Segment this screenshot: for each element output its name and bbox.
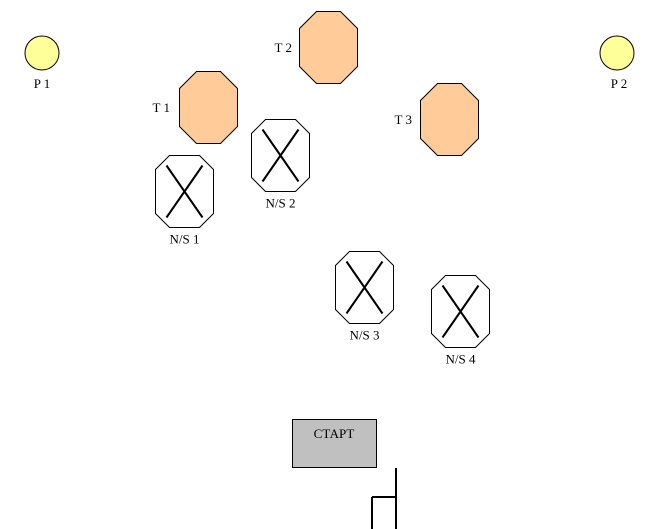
target-t1-label: T 1 <box>153 100 170 115</box>
start-label: СТАРТ <box>314 426 355 441</box>
start-box <box>292 419 377 468</box>
no-shoot-ns3: N/S 3 <box>335 251 394 343</box>
target-t2-shape <box>299 11 358 84</box>
target-t3-shape <box>420 83 479 156</box>
point-p1-marker <box>24 35 60 71</box>
no-shoot-ns4-label: N/S 4 <box>446 352 476 367</box>
start-position-lines <box>371 468 397 529</box>
no-shoot-ns1-label: N/S 1 <box>170 232 200 247</box>
point-p2-marker <box>599 35 635 71</box>
point-p1-label: P 1 <box>34 76 51 91</box>
no-shoot-cross-line <box>345 260 384 315</box>
no-shoot-ns4: N/S 4 <box>431 275 490 367</box>
target-t3-label: T 3 <box>395 112 412 127</box>
no-shoot-cross-line <box>441 284 480 339</box>
target-t1-shape <box>179 71 238 144</box>
target-t2-label: T 2 <box>275 40 292 55</box>
no-shoot-ns1: N/S 1 <box>155 155 214 247</box>
no-shoot-cross-line <box>261 128 300 183</box>
point-p2-label: P 2 <box>611 76 628 91</box>
no-shoot-ns2: N/S 2 <box>251 119 310 211</box>
no-shoot-ns3-label: N/S 3 <box>350 328 380 343</box>
no-shoot-cross-line <box>165 164 204 219</box>
no-shoot-ns2-label: N/S 2 <box>266 196 296 211</box>
